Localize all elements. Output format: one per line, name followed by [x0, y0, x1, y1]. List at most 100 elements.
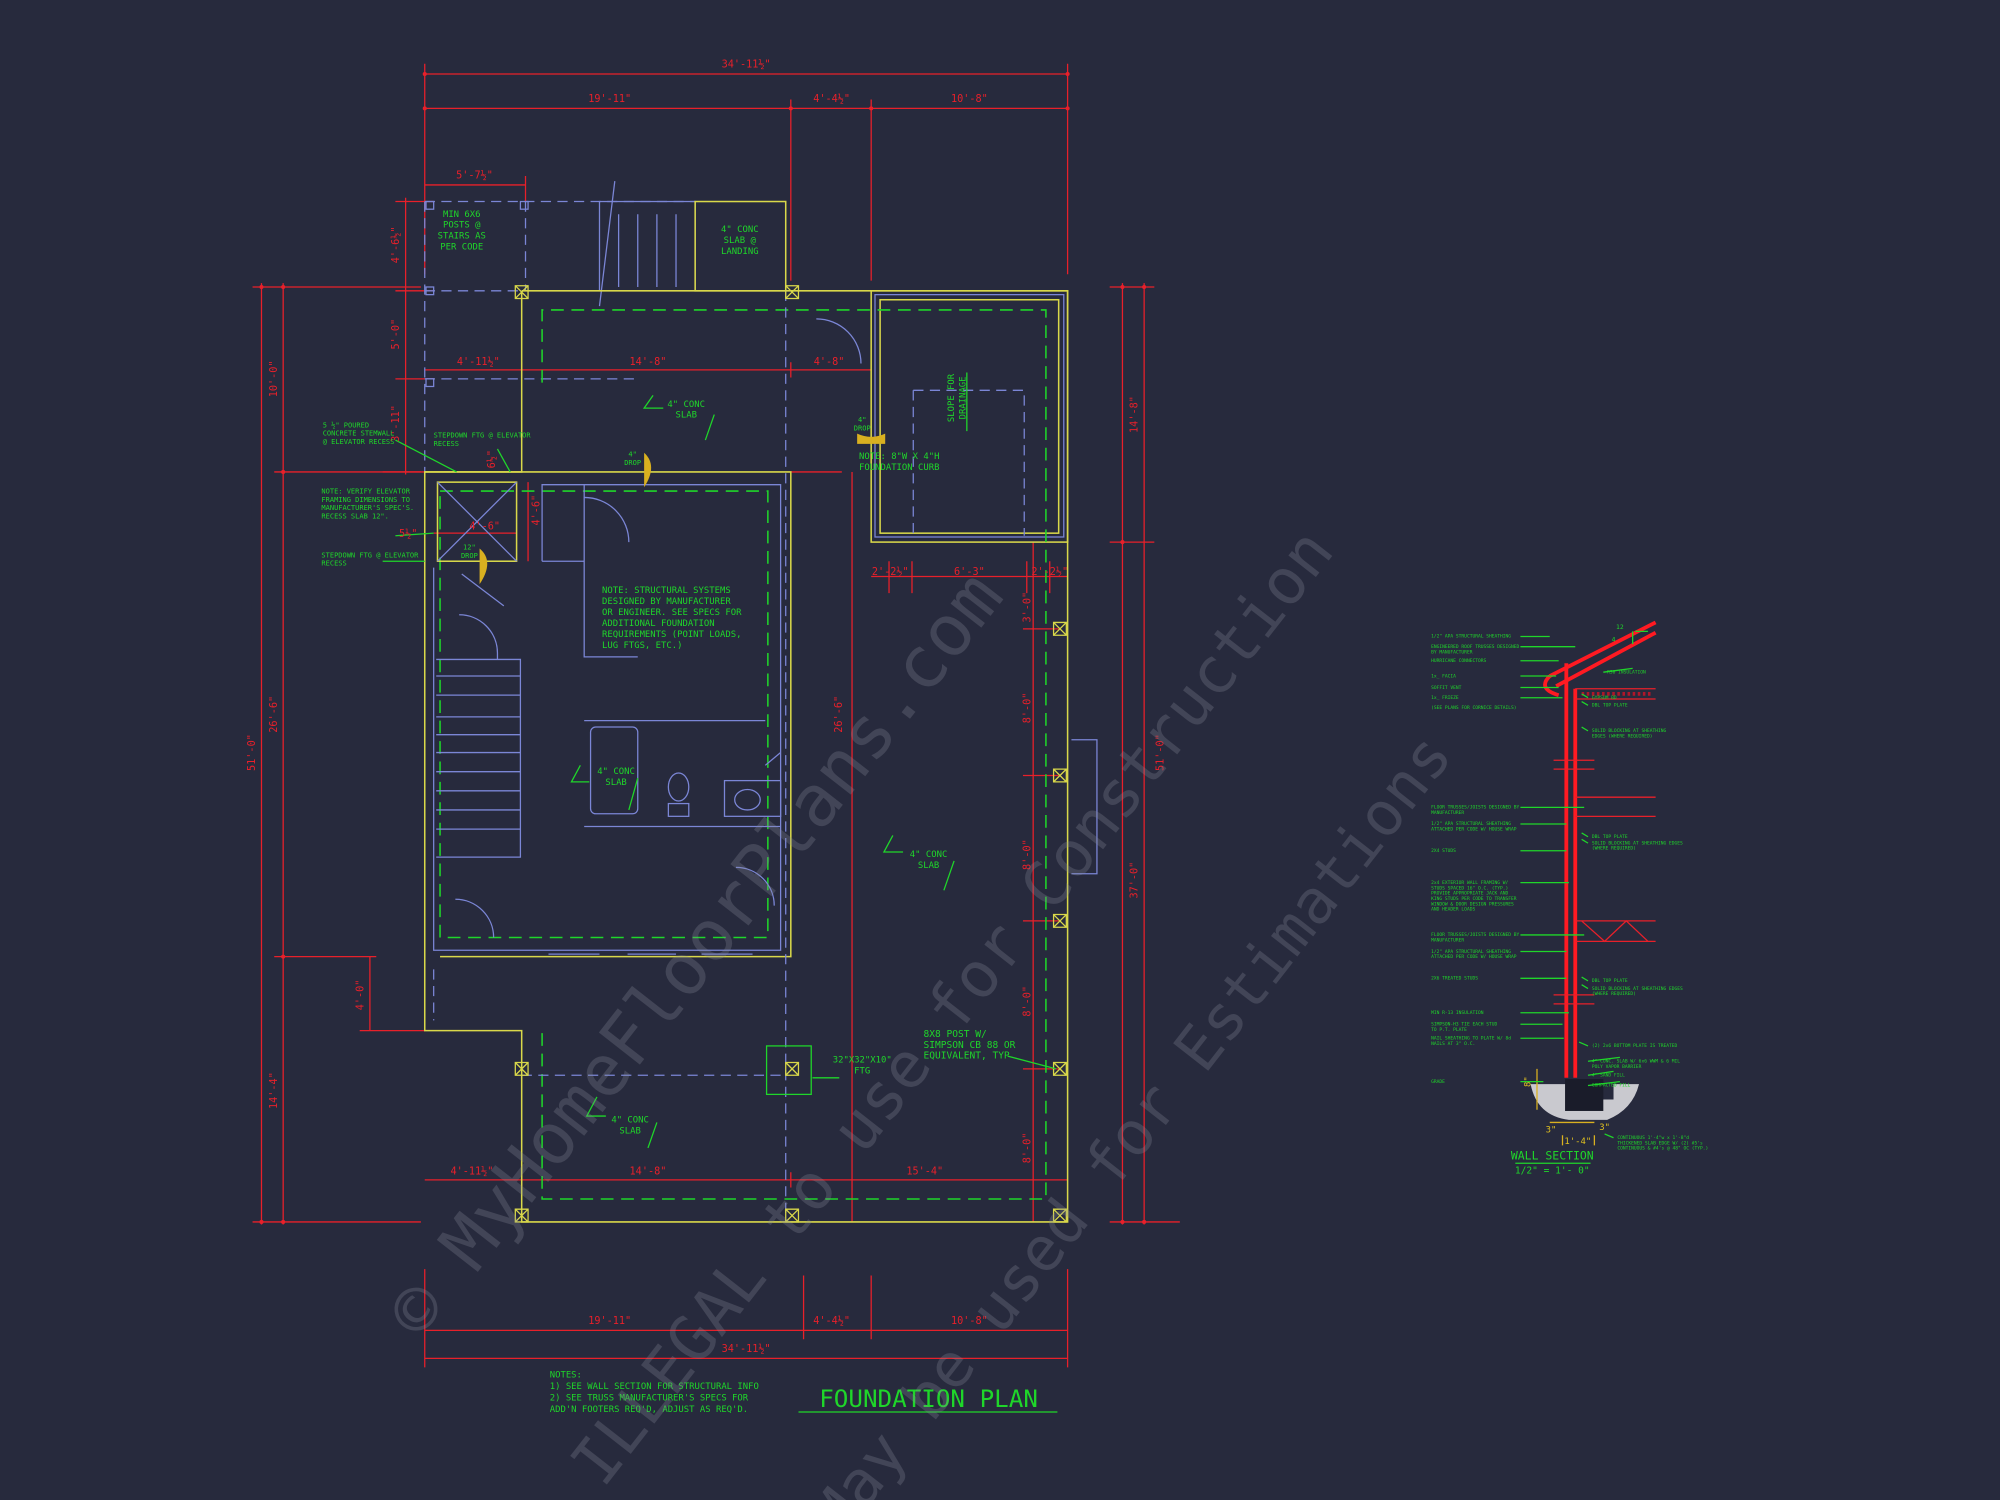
dimension-label: 26'-6" [834, 696, 845, 733]
post-marker [785, 1208, 800, 1223]
wall-section-label: 1x_ FRIEZE [1431, 695, 1459, 701]
leader-line [1581, 984, 1589, 990]
footing-dimension: 3" [1546, 1126, 1557, 1136]
label-footing: 32"X32"X10"FTG [833, 1056, 892, 1077]
wall-section-label: DBL TOP PLATE [1592, 703, 1628, 709]
dimension-label: 4'-11½" [450, 1166, 493, 1178]
dimension-label: 4'-6" [469, 521, 500, 532]
floor-plan-interior [433, 318, 1098, 955]
dimension-label: 15'-4" [906, 1167, 943, 1178]
dimension-label: 3'-0" [1023, 592, 1034, 623]
wall-section-label: HURRICANE CONNECTORS [1431, 658, 1486, 664]
roof-pitch: 4 [1612, 636, 1616, 644]
footing-dimension: 3" [1599, 1123, 1610, 1133]
footing-dimension: 8" [1524, 1076, 1534, 1087]
wall-section-label: (2) 2x6 BOTTOM PLATE IS TREATED [1592, 1043, 1678, 1049]
leader-line [1581, 838, 1589, 844]
post-marker [785, 1061, 800, 1076]
structural-posts [514, 285, 1067, 1223]
dimension-label: 8'-0" [1023, 693, 1034, 724]
drawing-title: FOUNDATION PLAN [819, 1385, 1038, 1413]
dimension-label: 8'-0" [1023, 1133, 1034, 1164]
wall-section-label: 2x4 EXTERIOR WALL FRAMING W/STUDS SPACED… [1431, 880, 1517, 913]
post-marker [1052, 768, 1067, 783]
porch-posts [425, 200, 529, 388]
post-marker [1052, 1208, 1067, 1223]
wall-section-label: GYPSUM BD [1592, 695, 1617, 701]
wall-section-label: SOLID BLOCKING AT SHEATHING EDGES(WHERE … [1592, 840, 1683, 851]
dimension-label: 5½" [399, 528, 417, 540]
label-drop-2: 4"DROP [854, 415, 871, 432]
elevator-recess [436, 481, 518, 562]
drop-hatches [479, 433, 886, 585]
leader-line [1587, 1080, 1620, 1087]
wall-section-label: 2X4 STUDS [1431, 848, 1456, 854]
annotation-leaders [382, 372, 1057, 1149]
leader-line [1581, 832, 1589, 838]
footing-outline [765, 1045, 812, 1096]
dimension-label: 4'-6½" [390, 226, 402, 263]
dimension-label: 26'-6" [269, 696, 280, 733]
leader-line [1581, 726, 1589, 732]
dimension-label: 5'-0" [391, 319, 402, 350]
wall-section-label: COMPACTED FILL [1592, 1083, 1631, 1089]
dimension-label: 10'-8" [951, 94, 988, 105]
dimension-label: 4'-4½" [813, 1315, 850, 1327]
general-notes: NOTES:1) SEE WALL SECTION FOR STRUCTURAL… [550, 1371, 759, 1415]
post-marker [514, 1061, 529, 1076]
leader-line [1581, 693, 1589, 699]
post-marker [1052, 621, 1067, 636]
dimension-label: 4'-6" [532, 495, 543, 526]
dimension-label: 5'-7½" [456, 170, 493, 182]
wall-section-label: SOLID BLOCKING AT SHEATHING EDGES(WHERE … [1592, 986, 1683, 997]
wall-section-label: 1x_ FACIA [1431, 673, 1456, 679]
leader-line [1581, 976, 1589, 982]
label-drop-1: 4"DROP [624, 450, 641, 467]
wall-section-label: 2X6 TREATED STUDS [1431, 976, 1478, 982]
leader-line [1604, 1133, 1614, 1139]
dimension-label: 34'-11½" [722, 1343, 771, 1355]
dimension-label: 8'-0" [1023, 986, 1034, 1017]
wall-section-scale: 1/2" = 1'- 0" [1515, 1165, 1590, 1176]
wall-section-label: DBL TOP PLATE [1592, 834, 1628, 840]
label-elevator-drop: 12"DROP [461, 543, 478, 560]
wall-section-label: DBL TOP PLATE [1592, 978, 1628, 984]
wall-section-title: WALL SECTION [1511, 1148, 1594, 1162]
dimension-label: 14'-8" [630, 1167, 667, 1178]
label-slope: SLOPE FORDRAINAGE [947, 373, 968, 422]
dimension-label: 6½" [486, 450, 498, 468]
dimension-label: 6'-3" [954, 567, 985, 578]
footing-dimension: 1'-4" [1564, 1137, 1591, 1147]
dimension-label: 10'-8" [951, 1316, 988, 1327]
post-marker [514, 1208, 529, 1223]
storage-room [870, 290, 1069, 543]
dimension-label: 19'-11" [588, 94, 631, 105]
leader-line [1581, 700, 1589, 706]
dimension-label: 2'-2½" [872, 566, 909, 578]
foundation-walls [423, 290, 1069, 1223]
dimension-label: 14'-4" [269, 1072, 280, 1109]
wall-section-label: R30 INSULATION [1607, 669, 1646, 675]
dimension-label: 4'-0" [356, 980, 367, 1011]
leader-line [1587, 1070, 1614, 1076]
post-marker [514, 285, 529, 300]
dimension-label: 10'-0" [269, 360, 280, 397]
wall-section-label: GRADE [1431, 1079, 1445, 1085]
leader-line [1587, 1056, 1620, 1062]
